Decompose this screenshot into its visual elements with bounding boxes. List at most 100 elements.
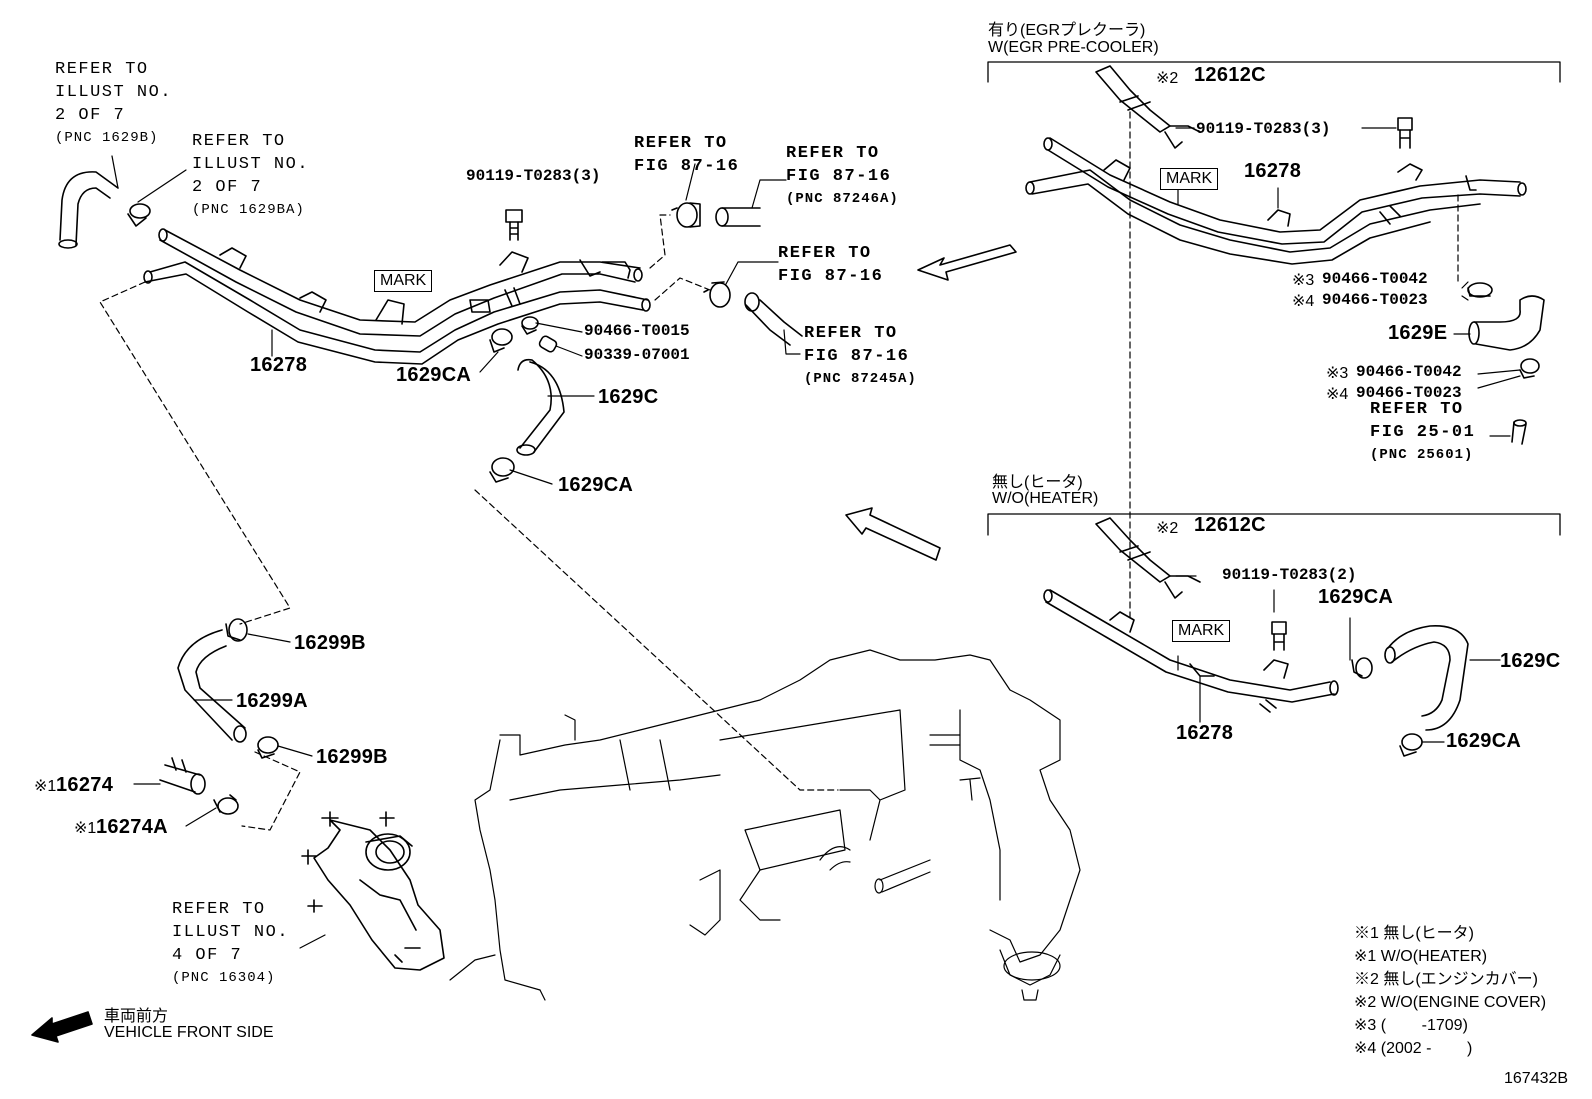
part-90466-t0042-a: 90466-T0042 (1322, 270, 1428, 288)
refer-16304-pnc: (PNC 16304) (172, 970, 276, 986)
refer-fig-25-01: REFER TO FIG 25-01 (PNC 25601) (1370, 398, 1475, 467)
refer-16304-line1: REFER TO (172, 900, 266, 919)
heater-cover-12612c (1095, 517, 1201, 599)
refer-1629b-line3: 2 OF 7 (55, 106, 126, 125)
note-16274: ※1 (34, 778, 57, 795)
heater-clamp-1629ca-top (1351, 657, 1373, 679)
part-16274a: 16274A (96, 816, 168, 838)
clip-90466-t0015 (521, 316, 539, 335)
egr-clip-90466-lower (1519, 358, 1540, 379)
refer-fig-25-01-pnc: (PNC 25601) (1370, 447, 1474, 463)
egr-title-en: W(EGR PRE-COOLER) (988, 39, 1159, 56)
refer-1629ba-line3: 2 OF 7 (192, 178, 263, 197)
fitting-87-16-c (703, 281, 731, 308)
mark-label-egr: MARK (1160, 168, 1219, 190)
refer-fig-25-01-line1: REFER TO (1370, 400, 1464, 419)
refer-fig-87-16-c: REFER TO FIG 87-16 (778, 242, 883, 288)
part-16299a: 16299A (236, 690, 308, 712)
refer-fig-87-16-b-pnc: (PNC 87246A) (786, 191, 899, 207)
refer-16304-line2: ILLUST NO. (172, 923, 290, 942)
hose-1629c (516, 358, 565, 456)
refer-1629b-line1: REFER TO (55, 60, 149, 79)
egr-pipe-25601 (1511, 419, 1527, 445)
refer-1629b-pnc: (PNC 1629B) (55, 130, 159, 146)
refer-1629ba-pnc: (PNC 1629BA) (192, 202, 305, 218)
egr-note-clip3: ※3 (1326, 365, 1349, 382)
part-12612c-egr: 12612C (1194, 64, 1266, 86)
heater-pipe-16278 (1043, 589, 1339, 713)
heater-bolt-90119 (1271, 621, 1287, 651)
clamp-16299b-top (225, 618, 248, 642)
hose-87246a (715, 207, 761, 227)
egr-pipe-16278 (1025, 137, 1527, 265)
refer-fig-87-16-b: REFER TO FIG 87-16 (PNC 87246A) (786, 142, 899, 211)
mark-label-heater: MARK (1172, 620, 1231, 642)
egr-section-bracket (987, 61, 1561, 83)
clamp-1629ca-lower (489, 457, 515, 483)
refer-fig-87-16-d-line2: FIG 87-16 (804, 347, 910, 366)
refer-fig-87-16-a-line1: REFER TO (634, 134, 728, 153)
refer-fig-87-16-c-line1: REFER TO (778, 244, 872, 263)
part-1629e: 1629E (1388, 322, 1448, 344)
refer-16304: REFER TO ILLUST NO. 4 OF 7 (PNC 16304) (172, 898, 289, 990)
refer-fig-87-16-b-line2: FIG 87-16 (786, 167, 892, 186)
clamp-16299b-bottom (257, 736, 279, 759)
part-90466-t0023-a: 90466-T0023 (1322, 291, 1428, 309)
heater-note-cover: ※2 (1156, 520, 1179, 537)
plug-90339-07001 (538, 335, 558, 353)
mark-label-main: MARK (374, 270, 433, 292)
refer-fig-87-16-d-pnc: (PNC 87245A) (804, 371, 917, 387)
hose-1629b (58, 171, 119, 249)
refer-fig-25-01-line2: FIG 25-01 (1370, 423, 1476, 442)
refer-fig-87-16-a-line2: FIG 87-16 (634, 157, 740, 176)
part-12612c-heater: 12612C (1194, 514, 1266, 536)
refer-fig-87-16-d: REFER TO FIG 87-16 (PNC 87245A) (804, 322, 917, 391)
legend-item-2-jp: ※2 無し(エンジンカバー) (1354, 971, 1539, 988)
water-outlet-housing (301, 811, 445, 971)
egr-note-cover: ※2 (1156, 70, 1179, 87)
refer-16304-line3: 4 OF 7 (172, 946, 243, 965)
refer-fig-87-16-d-line1: REFER TO (804, 324, 898, 343)
egr-note-clip2: ※4 (1292, 293, 1315, 310)
heater-hose-1629c (1384, 625, 1469, 731)
part-90119-heater: 90119-T0283(2) (1222, 566, 1357, 584)
diagram-id: 167432B (1504, 1070, 1569, 1087)
clamp-16274a (213, 794, 239, 815)
egr-hose-1629e (1468, 295, 1545, 351)
part-90466-t0023-b: 90466-T0023 (1356, 384, 1462, 402)
heater-title-jp: 無し(ヒータ) (992, 474, 1083, 491)
part-90119-egr: 90119-T0283(3) (1196, 120, 1331, 138)
legend-item-4: ※4 (2002 - ) (1354, 1040, 1473, 1057)
engine-outline (449, 649, 1081, 1001)
arrow-upleft-lower (845, 507, 941, 561)
heater-section-bracket (987, 513, 1561, 536)
refer-1629ba-line1: REFER TO (192, 132, 286, 151)
refer-fig-87-16-b-line1: REFER TO (786, 144, 880, 163)
egr-cover-12612c (1095, 65, 1201, 149)
legend-item-1-en: ※1 W/O(HEATER) (1354, 948, 1488, 965)
part-1629ca-heater-bottom: 1629CA (1446, 730, 1522, 752)
legend-item-2-en: ※2 W/O(ENGINE COVER) (1354, 994, 1547, 1011)
part-1629ca-heater-top: 1629CA (1318, 586, 1394, 608)
arrow-left-upper (917, 244, 1017, 281)
egr-note-clip4: ※4 (1326, 386, 1349, 403)
part-90466-t0042-b: 90466-T0042 (1356, 363, 1462, 381)
part-16299b-top: 16299B (294, 632, 366, 654)
legend-item-3: ※3 ( -1709) (1354, 1017, 1468, 1034)
part-90119-main: 90119-T0283(3) (466, 167, 601, 185)
refer-1629b-line2: ILLUST NO. (55, 83, 173, 102)
part-1629c-heater: 1629C (1500, 650, 1561, 672)
heater-clamp-1629ca-bottom (1399, 733, 1423, 757)
main-water-pipe (143, 228, 651, 365)
legend-item-1-jp: ※1 無し(ヒータ) (1354, 925, 1475, 942)
direction-en: VEHICLE FRONT SIDE (104, 1024, 274, 1041)
part-16274: 16274 (56, 774, 114, 796)
arrow-vehicle-front (31, 1011, 93, 1043)
clamp-1629ca-upper (489, 328, 513, 353)
leader-lines (111, 127, 1521, 949)
refer-fig-87-16-c-line2: FIG 87-16 (778, 267, 884, 286)
egr-clip-90466 (1467, 282, 1493, 298)
heater-title-en: W/O(HEATER) (992, 490, 1099, 507)
